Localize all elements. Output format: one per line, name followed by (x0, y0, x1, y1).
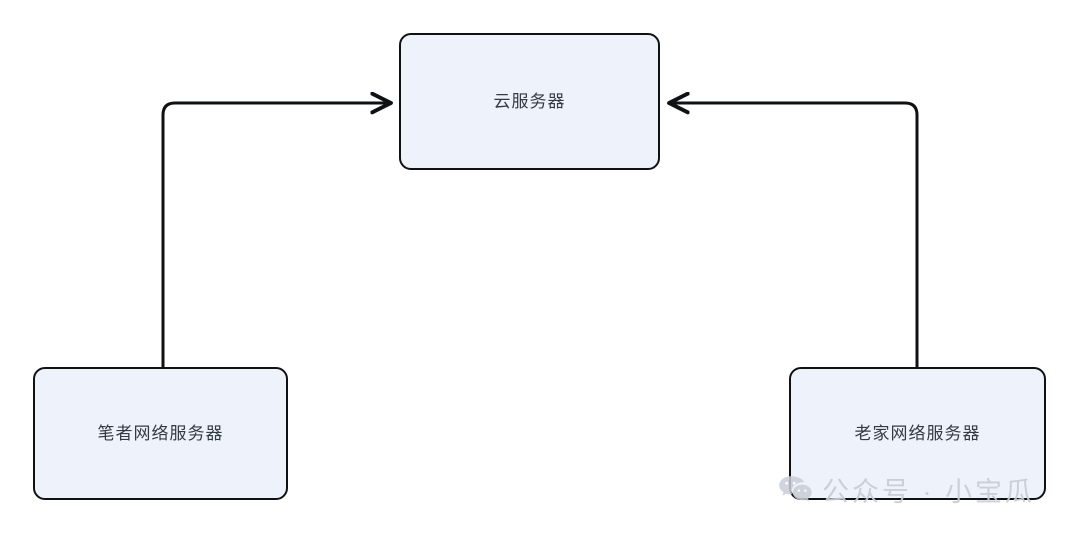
connector-home-to-cloud (670, 103, 919, 367)
node-author-network-server-label: 笔者网络服务器 (97, 423, 224, 443)
connector-author-to-cloud (161, 103, 390, 367)
node-cloud-server-label: 云服务器 (493, 91, 566, 111)
node-home-network-server-label: 老家网络服务器 (854, 423, 981, 443)
node-home-network-server[interactable]: 老家网络服务器 (789, 367, 1046, 500)
node-author-network-server[interactable]: 笔者网络服务器 (33, 367, 288, 500)
node-cloud-server[interactable]: 云服务器 (399, 33, 660, 170)
